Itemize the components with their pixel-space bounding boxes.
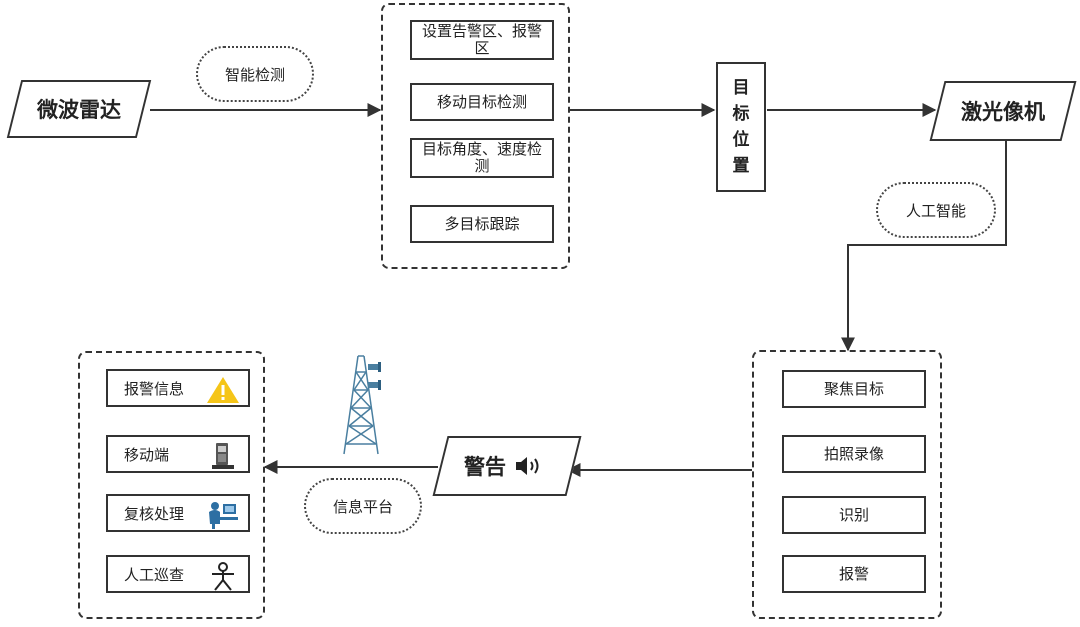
- laser-camera-node: 激光像机: [929, 81, 1077, 141]
- signal-tower-icon: [343, 355, 381, 455]
- detection-item-alarm-zone: 设置告警区、报警区: [410, 20, 554, 60]
- output-item-alarm-info: 报警信息: [106, 369, 250, 407]
- detection-group: [381, 3, 570, 269]
- warning-label: 警告: [464, 455, 506, 479]
- speaker-icon: [516, 457, 539, 475]
- target-position-char-1: 目: [732, 78, 750, 98]
- mobile-terminal-icon: [212, 443, 234, 469]
- camera-action-group: [752, 350, 942, 619]
- camera-item-photo-record: 拍照录像: [782, 435, 926, 473]
- output-item-patrol: 人工巡查: [106, 555, 250, 593]
- camera-item-alarm: 报警: [782, 555, 926, 593]
- camera-item-identify: 识别: [782, 496, 926, 534]
- output-item-mobile: 移动端: [106, 435, 250, 473]
- laser-camera-label: 激光像机: [961, 100, 1045, 124]
- camera-item-focus: 聚焦目标: [782, 370, 926, 408]
- operator-at-computer-icon: [209, 502, 238, 529]
- radar-node: 微波雷达: [6, 80, 152, 138]
- detection-item-angle-speed: 目标角度、速度检测: [410, 138, 554, 178]
- output-item-label: 人工巡查: [124, 565, 185, 584]
- warning-node: 警告: [432, 436, 582, 496]
- arrow-camera-to-actions: [841, 141, 1007, 352]
- output-item-label: 复核处理: [124, 504, 185, 523]
- target-position-char-3: 位: [732, 130, 750, 150]
- output-item-label: 移动端: [124, 445, 170, 464]
- output-item-label: 报警信息: [124, 379, 185, 398]
- output-item-review: 复核处理: [106, 494, 250, 532]
- edge-label-smart-detection: 智能检测: [196, 46, 314, 102]
- edge-label-ai: 人工智能: [876, 182, 996, 238]
- warning-triangle-icon: [207, 377, 239, 403]
- radar-label: 微波雷达: [37, 98, 121, 122]
- detection-item-multi-tracking: 多目标跟踪: [410, 205, 554, 243]
- stick-figure-icon: [212, 562, 234, 591]
- target-position-node: 目 标 位 置: [716, 62, 766, 192]
- target-position-char-4: 置: [732, 156, 750, 176]
- output-group: [78, 351, 265, 619]
- edge-label-info-platform: 信息平台: [304, 478, 422, 534]
- target-position-char-2: 标: [732, 104, 750, 124]
- detection-item-moving-target: 移动目标检测: [410, 83, 554, 121]
